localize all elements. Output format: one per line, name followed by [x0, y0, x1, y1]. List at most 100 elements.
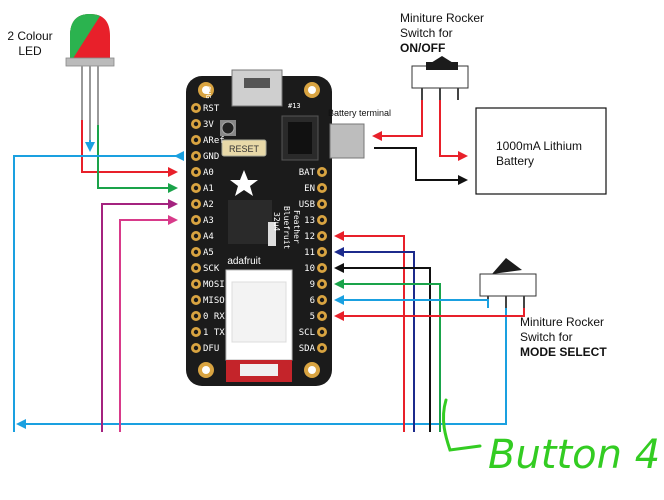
pin-label: 6 [310, 296, 315, 306]
handwritten-bracket [442, 398, 482, 452]
wire-right-blue [334, 295, 489, 308]
wire-led-red-a0 [81, 120, 178, 177]
wires [13, 100, 525, 432]
handwritten-button-label: Button 4 [488, 432, 660, 478]
battery-label-line2: Battery [496, 154, 534, 168]
reset-button-label: RESET [229, 144, 260, 154]
mode-switch-label-line3: MODE SELECT [520, 345, 607, 359]
pin-label: EN [304, 184, 315, 194]
pin-label: A5 [203, 248, 214, 258]
pin-label: 5 [310, 312, 315, 322]
pin-hole [193, 185, 199, 191]
pin-label: MOSI [203, 280, 225, 290]
pin-hole [193, 313, 199, 319]
mode-rocker-switch [479, 258, 537, 308]
pin-label: 3V [203, 120, 214, 130]
wire-pink-a3 [119, 215, 178, 432]
pin-hole [193, 153, 199, 159]
pin-hole [193, 233, 199, 239]
pin-hole [193, 105, 199, 111]
pin-hole [319, 201, 325, 207]
onoff-rocker-switch [411, 56, 469, 100]
pin-label: BAT [299, 168, 316, 178]
pin-label: RST [203, 104, 220, 114]
onoff-switch-label-line1: Miniture Rocker [400, 11, 484, 25]
wire-right-navy [334, 247, 415, 432]
pin-label: MISO [203, 296, 225, 306]
pin-label: A2 [203, 200, 214, 210]
battery-terminal [329, 123, 365, 159]
battery-label-line1: 1000mA Lithium [496, 139, 582, 153]
pin-label: SCL [299, 328, 315, 338]
chip-text-2: Bluefruit [282, 206, 291, 250]
pin-hole [319, 217, 325, 223]
board-brand: adafruit [227, 256, 261, 267]
pin-hole [193, 249, 199, 255]
wire-gnd-blue [13, 151, 184, 432]
pin-label: 0 RX [203, 312, 225, 322]
pin-hole [193, 121, 199, 127]
mode-switch-label-line2: Switch for [520, 330, 573, 344]
pin-hole [193, 169, 199, 175]
pin-hole [319, 329, 325, 335]
pin-label: DFU [203, 344, 219, 354]
battery-terminal-label: Battery terminal [328, 108, 391, 118]
pin-label: SCK [203, 264, 220, 274]
pin-hole [319, 281, 325, 287]
pin-hole [193, 265, 199, 271]
pin-hole [319, 169, 325, 175]
pin-label: 9 [310, 280, 315, 290]
pin-hole [319, 249, 325, 255]
pin-label: A3 [203, 216, 214, 226]
pin-hole [193, 217, 199, 223]
wire-right-red-2 [334, 308, 525, 321]
led-component [65, 14, 115, 140]
wire-led-green-a1 [97, 125, 178, 193]
pin-label: A1 [203, 184, 214, 194]
wire-right-black [334, 263, 431, 432]
pin-hole [319, 233, 325, 239]
pin-label: A4 [203, 232, 214, 242]
wire-blue-bottom [16, 308, 507, 429]
chip-text-1: Feather [292, 210, 301, 244]
pin-hole [193, 297, 199, 303]
pin-label: 13 [304, 216, 315, 226]
pin-label: A0 [203, 168, 214, 178]
pin-label: USB [299, 200, 315, 210]
led-label-line1: 2 Colour [7, 29, 52, 43]
onoff-switch-label-line3: ON/OFF [400, 41, 445, 55]
wire-magenta-a2 [101, 199, 178, 432]
mode-switch-label-line1: Miniture Rocker [520, 315, 604, 329]
board-top-label-chg: CHG [204, 86, 212, 99]
pin-hole [319, 185, 325, 191]
pin-hole [193, 345, 199, 351]
pin-label: ARef [203, 136, 225, 146]
pin-hole [193, 329, 199, 335]
wire-bat-red [372, 100, 423, 141]
pin-hole [193, 201, 199, 207]
wire-right-red-1 [334, 231, 405, 432]
pin-label: 10 [304, 264, 315, 274]
wire-right-green [334, 279, 441, 432]
feather-board: RESET adafruit Feather Bluefruit 32u4 CH… [186, 69, 332, 386]
board-top-label-13: #13 [288, 102, 301, 110]
onoff-switch-label-line2: Switch for [400, 26, 453, 40]
pin-label: 12 [304, 232, 315, 242]
pin-hole [319, 313, 325, 319]
pin-label: 1 TX [203, 328, 225, 338]
pin-label: SDA [299, 344, 316, 354]
chip-text-3: 32u4 [272, 212, 281, 231]
pin-label: 11 [304, 248, 315, 258]
pin-label: GND [203, 152, 219, 162]
pin-hole [319, 297, 325, 303]
pin-hole [319, 265, 325, 271]
wire-bat-red-2 [439, 100, 468, 161]
pin-hole [319, 345, 325, 351]
pin-hole [193, 137, 199, 143]
led-label-line2: LED [18, 44, 42, 58]
battery-box [475, 107, 607, 195]
wire-bat-black [374, 147, 468, 185]
